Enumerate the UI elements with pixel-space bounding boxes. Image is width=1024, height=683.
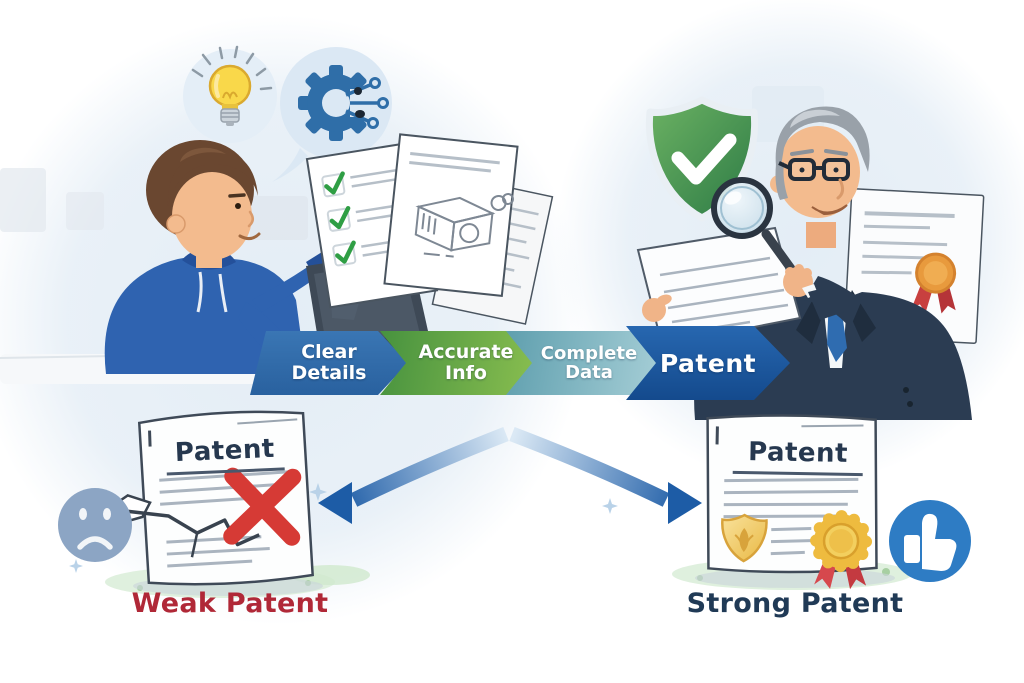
gear-circuit-icon bbox=[272, 47, 392, 182]
split-arrow-icon bbox=[318, 426, 702, 524]
weak-patent-doc-title: Patent bbox=[165, 433, 285, 476]
sad-face-icon bbox=[58, 488, 132, 562]
flow-step-label: Complete Data bbox=[540, 342, 638, 383]
strong-patent-label: Strong Patent bbox=[686, 588, 904, 619]
magnifying-glass-icon bbox=[711, 177, 797, 275]
application-documents bbox=[305, 133, 554, 325]
gold-shield-icon bbox=[721, 513, 768, 563]
lightbulb-icon bbox=[183, 45, 277, 143]
strong-patent-certificate bbox=[706, 414, 878, 590]
gold-medal-icon bbox=[810, 510, 873, 590]
sparkle-icons bbox=[69, 483, 618, 573]
flow-step-label: Patent bbox=[659, 348, 757, 378]
cracked-patent-icon bbox=[104, 410, 314, 586]
strong-patent-doc-title: Patent bbox=[732, 436, 864, 477]
weak-patent-label: Weak Patent bbox=[131, 588, 329, 619]
flow-arrow-clear-details: Clear Details bbox=[250, 331, 408, 395]
red-x-icon bbox=[223, 467, 302, 546]
invention-sketch-icon bbox=[383, 133, 519, 297]
flow-arrow-complete-data: Complete Data bbox=[506, 331, 662, 395]
thumbs-up-icon bbox=[889, 500, 971, 582]
flow-step-label: Accurate Info bbox=[418, 341, 514, 384]
flow-step-label: Clear Details bbox=[291, 341, 367, 384]
